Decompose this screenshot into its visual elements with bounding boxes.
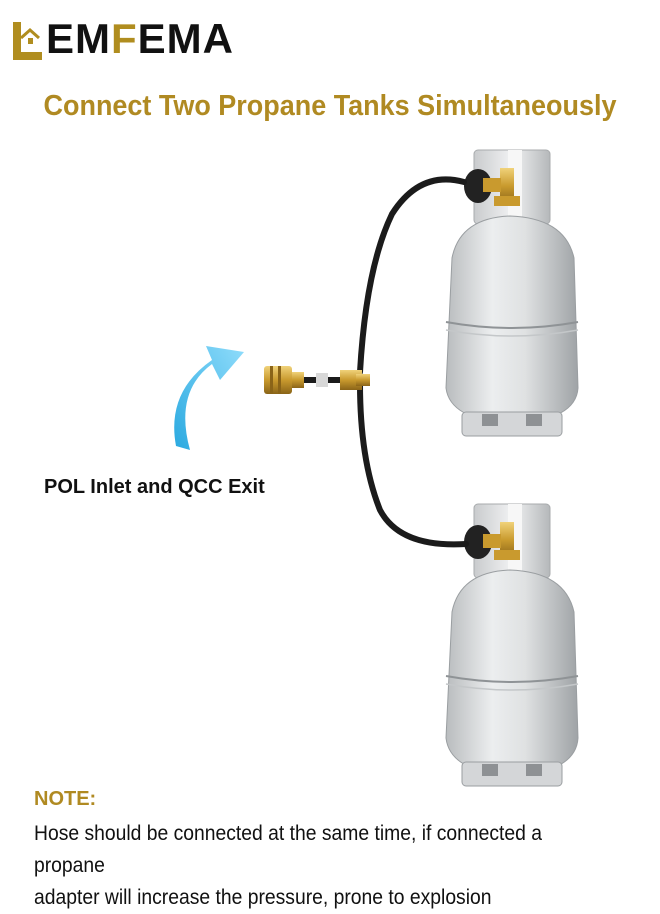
propane-tank-icon [445, 503, 579, 787]
tank-valve-top [464, 168, 520, 206]
headline: Connect Two Propane Tanks Simultaneously [43, 90, 617, 122]
hose-icon [297, 176, 469, 548]
note-title: NOTE: [34, 788, 97, 810]
inlet-label: POL Inlet and QCC Exit [44, 476, 265, 498]
note-line: adapter will increase the pressure, pron… [34, 886, 492, 909]
brand-wordmark: EMFEMA [46, 15, 234, 62]
brand-logo: EMFEMA [10, 14, 234, 64]
brass-adapter-icon [264, 366, 370, 394]
curved-arrow-icon [174, 346, 244, 450]
note-line: Hose should be connected at the same tim… [34, 822, 543, 877]
tank-valve-bottom [464, 522, 520, 560]
house-logo-icon [13, 22, 42, 60]
